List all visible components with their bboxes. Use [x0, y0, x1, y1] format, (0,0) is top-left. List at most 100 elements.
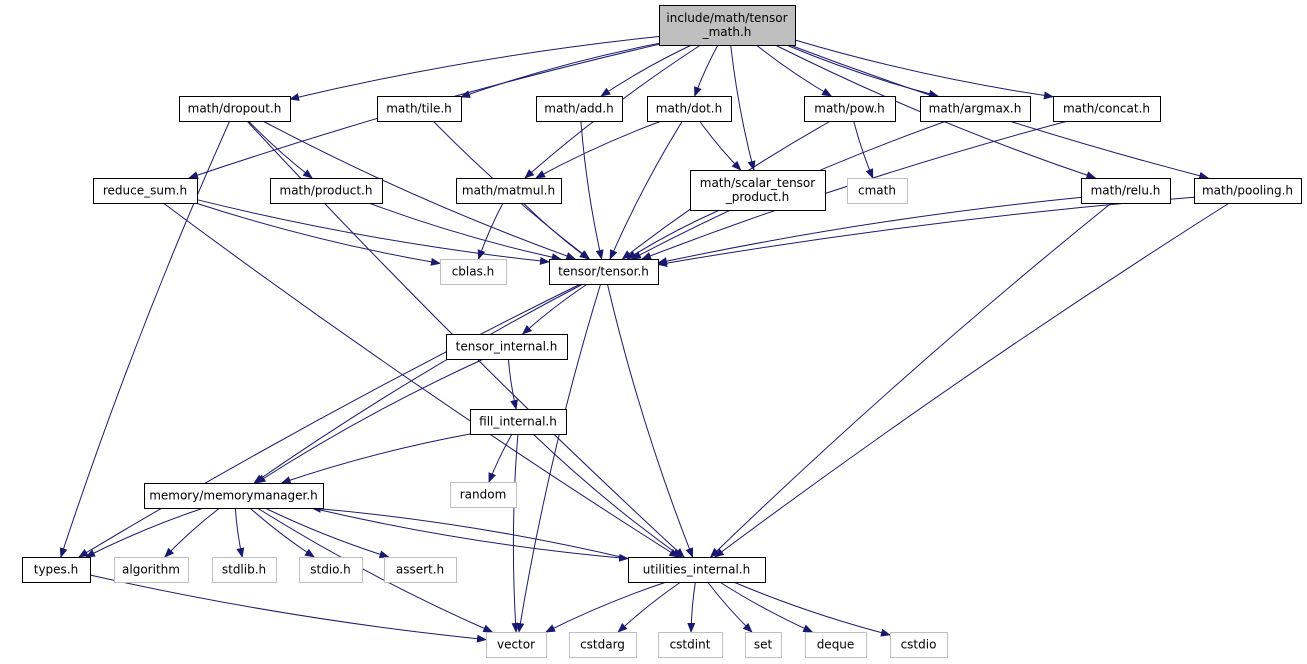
node-argmax[interactable]: math/argmax.h: [920, 96, 1031, 122]
edge-root-to-argmax: [786, 44, 939, 98]
node-label: math/relu.h: [1091, 184, 1161, 198]
node-label: fill_internal.h: [479, 415, 557, 429]
edge-root-to-pow: [755, 44, 833, 97]
node-box[interactable]: [1194, 178, 1302, 204]
edge-dot-to-tensor: [609, 120, 683, 260]
node-box[interactable]: [1081, 178, 1171, 204]
node-root[interactable]: include/math/tensor_math.h: [659, 5, 796, 46]
node-box[interactable]: [470, 409, 567, 435]
node-box[interactable]: [144, 483, 324, 509]
node-label: reduce_sum.h: [103, 184, 187, 198]
node-label: cstdarg: [580, 638, 625, 652]
edge-memorymanager-to-types: [85, 507, 204, 558]
node-cblas: cblas.h: [440, 259, 507, 285]
node-box[interactable]: [377, 96, 462, 122]
node-box[interactable]: [659, 5, 796, 46]
node-label: vector: [497, 638, 535, 652]
node-concat[interactable]: math/concat.h: [1053, 96, 1161, 122]
node-label: math/pooling.h: [1202, 184, 1293, 198]
node-label: tensor/tensor.h: [558, 265, 649, 279]
node-matmul[interactable]: math/matmul.h: [456, 178, 562, 204]
edge-tensor-internal-to-fill-internal: [507, 358, 518, 410]
node-tensor-internal[interactable]: tensor_internal.h: [446, 334, 568, 360]
node-reduce-sum[interactable]: reduce_sum.h: [93, 178, 198, 204]
node-label: deque: [817, 638, 855, 652]
node-label: random: [460, 488, 507, 502]
edge-reduce-sum-to-tensor: [196, 199, 550, 265]
edge-utilities-to-set: [707, 581, 753, 633]
node-box[interactable]: [920, 96, 1031, 122]
node-random: random: [450, 482, 517, 508]
edges-layer: [59, 36, 1230, 643]
edge-matmul-to-cblas: [477, 202, 504, 260]
node-box[interactable]: [647, 96, 732, 122]
node-box[interactable]: [446, 334, 568, 360]
node-pooling[interactable]: math/pooling.h: [1194, 178, 1302, 204]
edge-memorymanager-to-stdlib: [234, 507, 245, 558]
edge-utilities-to-deque: [719, 581, 814, 633]
node-box: [114, 557, 189, 583]
node-label: math/matmul.h: [462, 184, 555, 198]
node-label: _product.h: [725, 190, 790, 204]
node-deque: deque: [805, 632, 867, 658]
node-box[interactable]: [628, 557, 766, 583]
node-tile[interactable]: math/tile.h: [377, 96, 462, 122]
node-box: [890, 632, 948, 658]
node-box[interactable]: [1053, 96, 1161, 122]
node-box[interactable]: [536, 96, 623, 122]
node-box[interactable]: [690, 170, 826, 211]
edge-fill-internal-to-memorymanager: [280, 433, 471, 484]
node-cstdint: cstdint: [658, 632, 723, 658]
node-label: cmath: [858, 184, 896, 198]
node-relu[interactable]: math/relu.h: [1081, 178, 1171, 204]
edge-utilities-to-cstdint: [687, 581, 696, 633]
edge-product-to-tensor: [368, 202, 562, 262]
node-box[interactable]: [179, 96, 291, 122]
edge-types-to-vector: [89, 574, 487, 643]
edge-fill-internal-to-vector: [511, 433, 520, 633]
node-pow[interactable]: math/pow.h: [804, 96, 896, 122]
edge-fill-internal-to-utilities: [532, 433, 683, 558]
edge-utilities-to-memorymanager: [310, 504, 629, 560]
node-box[interactable]: [456, 178, 562, 204]
node-box[interactable]: [804, 96, 896, 122]
edge-memorymanager-to-algorithm: [164, 507, 220, 558]
node-label: math/pow.h: [814, 102, 885, 116]
edge-tensor-to-types: [78, 283, 581, 558]
node-box: [805, 632, 867, 658]
node-label: math/scalar_tensor: [700, 176, 816, 190]
node-memorymanager[interactable]: memory/memorymanager.h: [144, 483, 324, 509]
node-label: assert.h: [396, 563, 444, 577]
node-types[interactable]: types.h: [22, 557, 91, 583]
edge-utilities-to-cstdarg: [617, 581, 682, 633]
node-dropout[interactable]: math/dropout.h: [179, 96, 291, 122]
node-tensor[interactable]: tensor/tensor.h: [549, 259, 659, 285]
node-cstdarg: cstdarg: [569, 632, 637, 658]
node-assert: assert.h: [384, 557, 457, 583]
node-label: set: [754, 638, 773, 652]
node-box[interactable]: [270, 178, 383, 204]
edge-utilities-to-cstdio: [733, 581, 891, 637]
node-label: tensor_internal.h: [456, 340, 558, 354]
node-label: algorithm: [122, 563, 180, 577]
node-fill-internal[interactable]: fill_internal.h: [470, 409, 567, 435]
node-utilities[interactable]: utilities_internal.h: [628, 557, 766, 583]
node-dot[interactable]: math/dot.h: [647, 96, 732, 122]
edge-root-to-dot: [694, 44, 719, 97]
node-box[interactable]: [549, 259, 659, 285]
node-box[interactable]: [93, 178, 198, 204]
node-label: math/add.h: [544, 102, 613, 116]
node-box: [212, 557, 277, 583]
edge-relu-to-utilities: [709, 202, 1112, 558]
node-add[interactable]: math/add.h: [536, 96, 623, 122]
edge-pow-to-cmath: [853, 120, 874, 179]
node-box: [299, 557, 363, 583]
edge-tensor-to-memorymanager: [253, 283, 584, 484]
node-box[interactable]: [22, 557, 91, 583]
node-scalar[interactable]: math/scalar_tensor_product.h: [690, 170, 826, 211]
node-label: math/tile.h: [386, 102, 452, 116]
node-product[interactable]: math/product.h: [270, 178, 383, 204]
node-box: [569, 632, 637, 658]
node-label: cstdio: [901, 638, 937, 652]
